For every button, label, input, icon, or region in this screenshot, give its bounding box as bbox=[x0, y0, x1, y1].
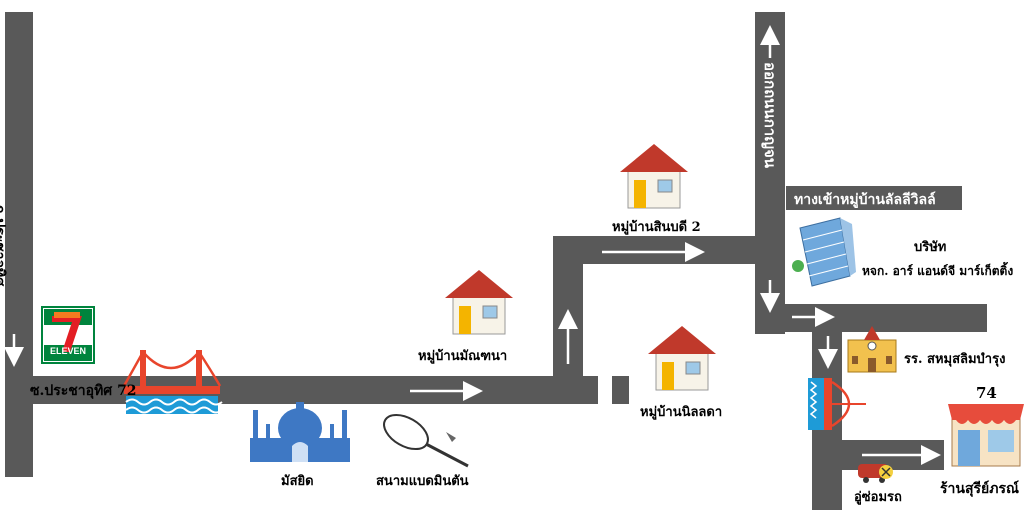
house-icon-manchana bbox=[445, 270, 513, 335]
company-building-icon bbox=[792, 217, 856, 287]
place-label-mosque: มัสยิด bbox=[281, 474, 314, 489]
place-label-company-line2: หจก. อาร์ แอนด์จี มาร์เก็ตติ้ง bbox=[862, 264, 1014, 278]
mosque-icon bbox=[250, 402, 350, 462]
road-label-entrance: ทางเข้าหมู่บ้านลัลลีวิลล์ bbox=[794, 192, 936, 208]
seven-eleven-logo bbox=[41, 306, 95, 364]
road-entrance-bar bbox=[786, 186, 962, 210]
road-label-left-vertical: ถ.ประชาอุทิศ bbox=[0, 205, 7, 287]
garage-icon bbox=[858, 464, 893, 483]
road-main-soi bbox=[5, 376, 629, 404]
small-bridge-icon bbox=[808, 378, 866, 430]
seven-eleven-logo-text: ELEVEN bbox=[49, 346, 86, 356]
house-icon-sinbodee bbox=[620, 144, 688, 209]
bridge-icon bbox=[122, 349, 223, 414]
place-label-company-line1: บริษัท bbox=[914, 240, 947, 255]
shop-icon bbox=[948, 404, 1024, 467]
road-label-right-vertical: ออกถนนกาญจน bbox=[761, 62, 779, 169]
road-label-main-soi: ซ.ประชาอุทิศ 72 bbox=[30, 383, 137, 399]
school-icon bbox=[847, 326, 897, 373]
direction-arrows bbox=[4, 25, 941, 465]
badminton-icon bbox=[383, 413, 469, 468]
place-label-badminton: สนามแบดมินตัน bbox=[376, 474, 469, 489]
road-upper-horizontal bbox=[553, 236, 785, 264]
place-label-village-ninlada: หมู่บ้านนิลลดา bbox=[640, 405, 723, 420]
place-label-shop: ร้านสุรีย์ภรณ์ bbox=[940, 481, 1019, 497]
road-stub bbox=[598, 376, 612, 404]
place-label-village-sinbodee: หมู่บ้านสินบดี 2 bbox=[612, 220, 701, 235]
place-label-village-manchana: หมู่บ้านมัณฑนา bbox=[418, 349, 508, 364]
place-label-school: รร. สหมุสลิมบำรุง bbox=[904, 352, 1006, 367]
shop-number: 74 bbox=[976, 384, 997, 402]
place-label-garage: อู่ซ่อมรถ bbox=[854, 490, 902, 505]
house-icon-ninlada bbox=[648, 326, 716, 391]
